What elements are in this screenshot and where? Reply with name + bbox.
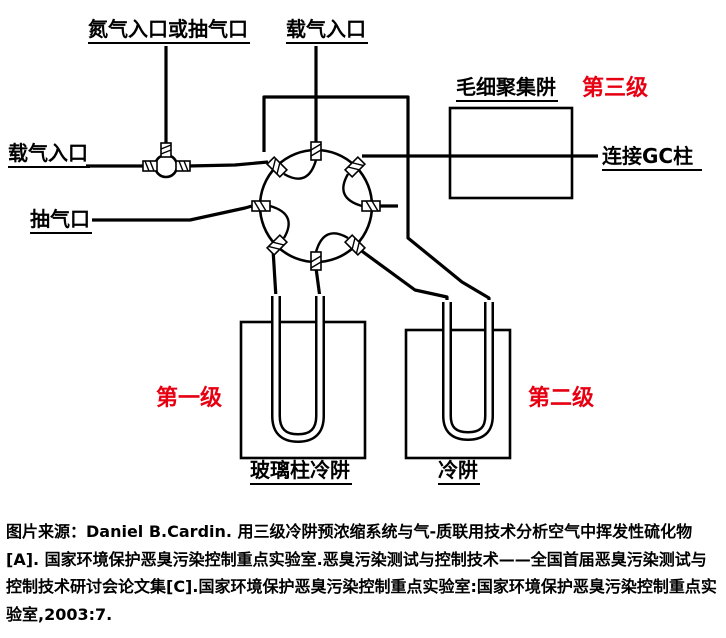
carrier-top-label: 载气入口 bbox=[286, 17, 366, 41]
trap2-box bbox=[404, 328, 512, 460]
t-valve-port-right bbox=[175, 160, 191, 172]
capillary-trap-label: 毛细聚集阱 bbox=[456, 75, 556, 99]
capillary-trap-box bbox=[448, 106, 574, 200]
bypass-line bbox=[262, 95, 491, 304]
trap1-box bbox=[239, 320, 367, 460]
stage2-label: 第二级 bbox=[528, 385, 594, 411]
valve-port-w bbox=[251, 200, 271, 212]
valve-port-s bbox=[310, 251, 322, 271]
stage3-label: 第三级 bbox=[582, 75, 648, 101]
diagram-canvas: 氮气入口或抽气口 载气入口 载气入口 抽气口 毛细聚集阱 连接GC柱 玻璃柱冷阱… bbox=[8, 17, 702, 485]
valve-port-e bbox=[361, 200, 381, 212]
valve-port-ne bbox=[343, 155, 367, 179]
t-valve-body bbox=[153, 153, 179, 179]
t-valve-port-left bbox=[142, 160, 158, 172]
stage1-label: 第一级 bbox=[156, 385, 222, 411]
n2-inlet-label: 氮气入口或抽气口 bbox=[88, 17, 248, 41]
valve-port-sw bbox=[265, 233, 289, 257]
trap1-utube bbox=[271, 296, 325, 444]
trap2-utube-bore bbox=[444, 300, 492, 439]
valve-channel-4 bbox=[342, 173, 363, 208]
pump-line bbox=[92, 204, 253, 222]
gc-column-label: 连接GC柱 bbox=[602, 144, 693, 168]
valve-channel-1 bbox=[283, 159, 318, 180]
s-trap-line bbox=[314, 267, 322, 299]
caption: 图片来源：Daniel B.Cardin. 用三级冷阱预浓缩系统与气-质联用技术… bbox=[6, 522, 717, 624]
pump-port-label: 抽气口 bbox=[30, 207, 90, 231]
valve-port-se bbox=[343, 233, 367, 257]
glass-trap-label: 玻璃柱冷阱 bbox=[250, 458, 350, 482]
sw-trap-line bbox=[271, 248, 278, 299]
cold-trap-label: 冷阱 bbox=[438, 458, 478, 482]
carrier-left-label: 载气入口 bbox=[8, 141, 88, 165]
valve-port-n bbox=[310, 141, 322, 161]
t-to-valve-line bbox=[187, 160, 269, 168]
valve-channel-2 bbox=[269, 204, 290, 239]
valve-port-nw bbox=[265, 155, 289, 179]
trap2-utube bbox=[442, 302, 494, 442]
trap1-utube-bore bbox=[273, 294, 323, 441]
valve-channel-3 bbox=[314, 232, 349, 253]
t-valve-port-top bbox=[160, 142, 172, 158]
